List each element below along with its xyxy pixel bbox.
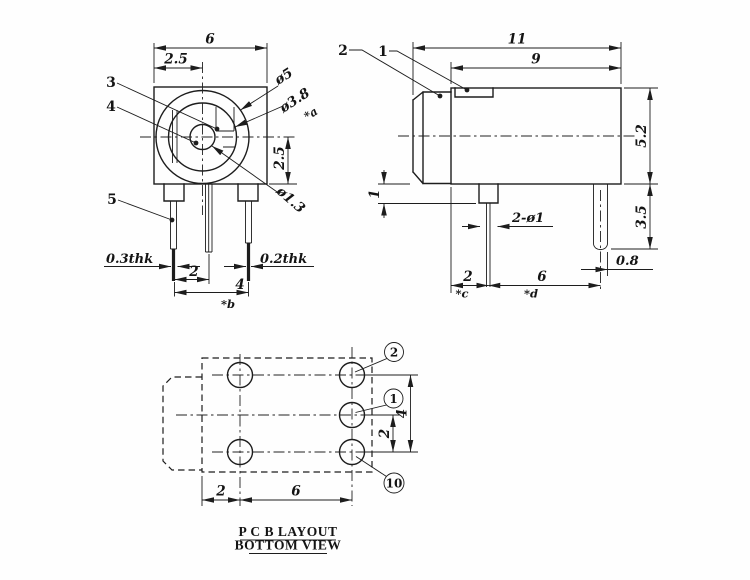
pcb-snout-outline (162, 376, 202, 471)
front-pin-gap-dim: 2 (188, 264, 198, 280)
pcb-hole (338, 401, 366, 429)
view-title-line2: BOTTOM VIEW (235, 538, 342, 553)
ref-2-label: 2 (338, 43, 348, 59)
side-front-standoff (478, 183, 499, 204)
ref-4-label: 4 (106, 99, 116, 115)
side-flange-dim: 1 (367, 189, 383, 198)
side-front-pin (486, 203, 491, 287)
front-side-contact (172, 110, 178, 163)
pcb-ref-2: 2 (390, 346, 398, 360)
pcb-hole (226, 438, 254, 466)
pin-diameter-label: ø1.3 (272, 183, 308, 217)
pcb-hole (338, 361, 366, 389)
thickness-left-label: 0.3thk (106, 252, 153, 267)
front-left-pin (170, 201, 177, 250)
pcb-ref-2-circle (384, 342, 404, 362)
ref-1-label: 1 (378, 44, 388, 60)
pcb-hole (226, 361, 254, 389)
pcb-layout-view: 2 1 10 4 2 2 6 (162, 342, 418, 506)
pin-callout-label: 2-ø1 (511, 211, 544, 226)
side-body-dim: 9 (531, 52, 541, 68)
side-snout-outline (412, 91, 452, 185)
note-b: *b (221, 297, 235, 311)
side-overall-dim: 11 (508, 32, 527, 48)
front-width-dim: 6 (205, 32, 215, 48)
pcb-row-span-dim: 4 (395, 409, 411, 418)
pcb-pitch-dim: 6 (291, 484, 301, 500)
side-front-to-pin-dim: 2 (462, 269, 472, 285)
side-view: 11 9 5.2 3.5 1 2-ø1 2 *c 6 *d 0.8 2 (338, 32, 658, 301)
pcb-ref-10: 10 (386, 477, 403, 491)
pcb-hole (338, 438, 366, 466)
thickness-right-label: 0.2thk (260, 252, 307, 267)
front-view: 6 2.5 2.5 ø5 ø3.8 *a ø1.3 3 4 5 0.3thk 0… (104, 32, 320, 311)
front-height-dim: 2.5 (272, 146, 288, 171)
ref-5-label: 5 (107, 192, 117, 208)
side-body-outline (450, 87, 622, 185)
side-pin-length-dim: 3.5 (634, 205, 650, 229)
front-body-outline (153, 86, 268, 185)
pcb-ref-10-circle (383, 472, 405, 494)
side-notch (454, 87, 494, 98)
front-center-pin (205, 184, 213, 253)
side-rear-pin (593, 184, 608, 251)
front-inner-contact (215, 107, 235, 148)
note-a: *a (301, 104, 320, 123)
view-title-line1: P C B LAYOUT (239, 524, 338, 539)
front-pin-span-dim: 4 (235, 277, 244, 293)
outer-diameter-label: ø5 (271, 65, 296, 89)
side-pin-pitch-dim: 6 (537, 269, 547, 285)
ref-3-label: 3 (106, 75, 116, 91)
pcb-ref-1: 1 (389, 392, 397, 406)
note-d: *d (524, 287, 538, 301)
note-c: *c (455, 287, 468, 301)
pcb-centerlines (176, 347, 388, 506)
side-pin-width-dim: 0.8 (616, 254, 639, 269)
front-right-pin (245, 201, 252, 244)
pcb-edge-dim: 2 (215, 484, 225, 500)
side-height-dim: 5.2 (634, 124, 650, 148)
pcb-ref-1-circle (383, 388, 404, 409)
front-right-standoff (237, 183, 259, 202)
title-block: P C B LAYOUT BOTTOM VIEW (235, 524, 342, 554)
front-offset-dim: 2.5 (163, 52, 188, 68)
front-left-standoff (163, 183, 185, 202)
pcb-row-gap-dim: 2 (377, 429, 393, 439)
